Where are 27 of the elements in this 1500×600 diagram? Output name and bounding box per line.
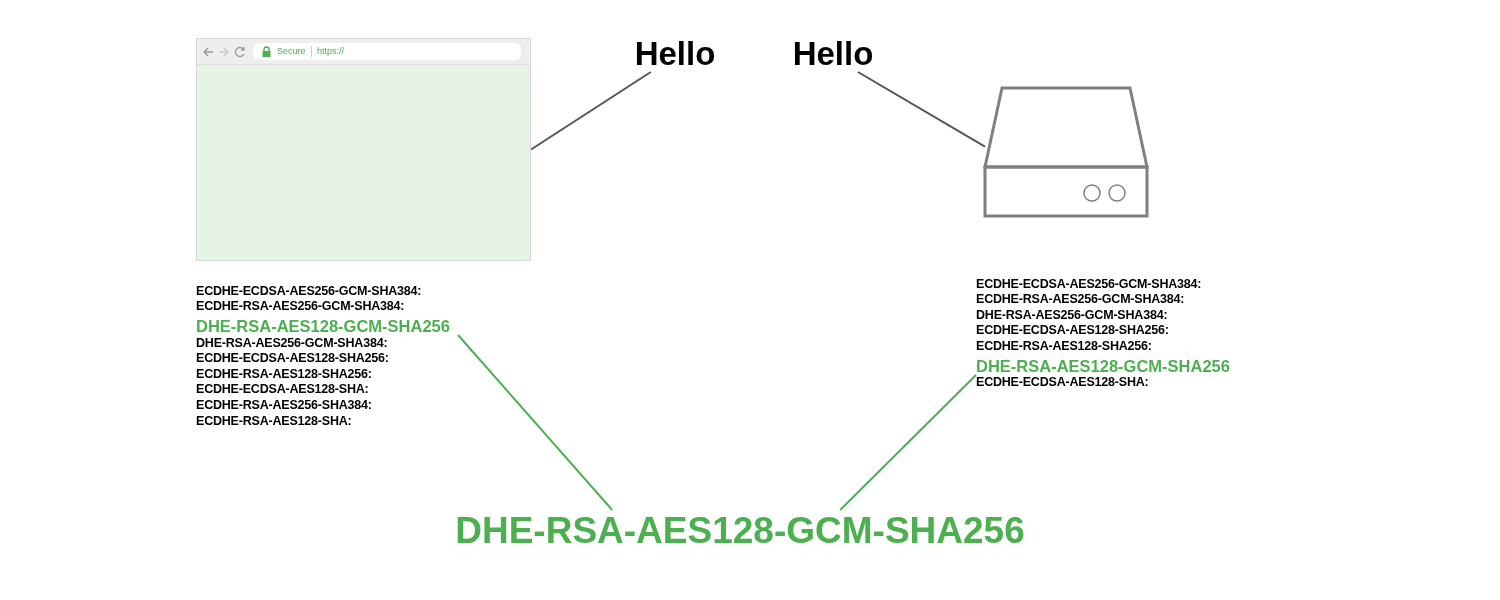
greeting-text: Hello xyxy=(620,36,730,72)
cipher-text: DHE-RSA-AES128-GCM-SHA256 xyxy=(976,357,1238,375)
cipher-suite-text: ECDHE-ECDSA-AES128-SHA256: xyxy=(196,352,389,365)
cipher-suite-text: ECDHE-RSA-AES256-GCM-SHA384: xyxy=(196,300,405,313)
connector-line xyxy=(856,71,986,148)
connector-line xyxy=(457,334,614,511)
cipher-suite-text: DHE-RSA-AES256-GCM-SHA384: xyxy=(976,309,1168,322)
browser-window xyxy=(196,38,531,261)
cipher-suite-text: ECDHE-ECDSA-AES128-SHA: xyxy=(976,376,1149,389)
cipher-suite-text: ECDHE-RSA-AES256-GCM-SHA384: xyxy=(976,293,1185,306)
connector-line xyxy=(530,71,652,151)
security-label: Secure xyxy=(277,47,306,56)
cipher-suite-text: DHE-RSA-AES256-GCM-SHA384: xyxy=(196,337,388,350)
url-text: https:// xyxy=(317,47,344,56)
cipher-suite-text: ECDHE-ECDSA-AES128-SHA: xyxy=(196,383,369,396)
cipher-suite-text: ECDHE-ECDSA-AES256-GCM-SHA384: xyxy=(196,285,422,298)
cipher-suite-text: ECDHE-ECDSA-AES256-GCM-SHA384: xyxy=(976,278,1202,291)
cipher-suite-text: ECDHE-ECDSA-AES128-SHA256: xyxy=(976,324,1169,337)
connector-line xyxy=(839,374,977,511)
greeting-text: Hello xyxy=(778,36,888,72)
cipher-suite-text: ECDHE-RSA-AES128-SHA256: xyxy=(976,340,1152,353)
cipher-suite-text: ECDHE-RSA-AES256-SHA384: xyxy=(196,399,372,412)
cipher-suite-text: ECDHE-RSA-AES128-SHA256: xyxy=(196,368,372,381)
cipher-text: DHE-RSA-AES128-GCM-SHA256 xyxy=(440,510,1040,552)
cipher-text: DHE-RSA-AES128-GCM-SHA256 xyxy=(196,317,458,335)
server-drawing xyxy=(983,86,1149,218)
cipher-suite-text: ECDHE-RSA-AES128-SHA: xyxy=(196,415,352,428)
